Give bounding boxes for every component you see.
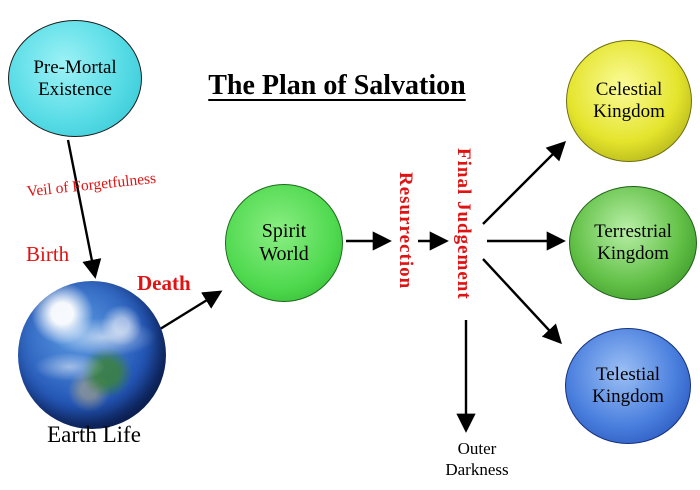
earth-globe-image [18, 281, 166, 429]
page-title: The Plan of Salvation [208, 70, 466, 101]
node-spirit-world-label: Spirit World [259, 220, 309, 265]
earth-life-label: Earth Life [47, 422, 141, 447]
node-celestial-kingdom: Celestial Kingdom [566, 40, 692, 162]
node-telestial-label: Telestial Kingdom [592, 364, 664, 407]
arrow-judgement-to-telestial [482, 258, 562, 345]
veil-of-forgetfulness-label: Veil of Forgetfulness [26, 169, 157, 201]
birth-label: Birth [26, 242, 70, 266]
node-terrestrial-kingdom: Terrestrial Kingdom [569, 186, 697, 300]
node-spirit-world: Spirit World [225, 184, 343, 302]
arrow-earth-to-spirit-world [151, 290, 223, 336]
resurrection-label: Resurrection [395, 172, 416, 290]
death-label: Death [137, 271, 191, 295]
outer-darkness-text: Outer Darkness [445, 439, 509, 480]
outer-darkness-label: Outer Darkness [428, 438, 526, 481]
node-celestial-label: Celestial Kingdom [593, 79, 665, 122]
node-premortal-existence: Pre-Mortal Existence [8, 20, 142, 137]
arrow-judgement-to-celestial [482, 140, 567, 225]
node-terrestrial-label: Terrestrial Kingdom [594, 221, 672, 264]
node-premortal-label: Pre-Mortal Existence [33, 56, 117, 100]
node-telestial-kingdom: Telestial Kingdom [565, 328, 691, 444]
final-judgement-label: Final Judgement [453, 148, 474, 300]
arrow-premortal-to-earth [66, 139, 102, 279]
